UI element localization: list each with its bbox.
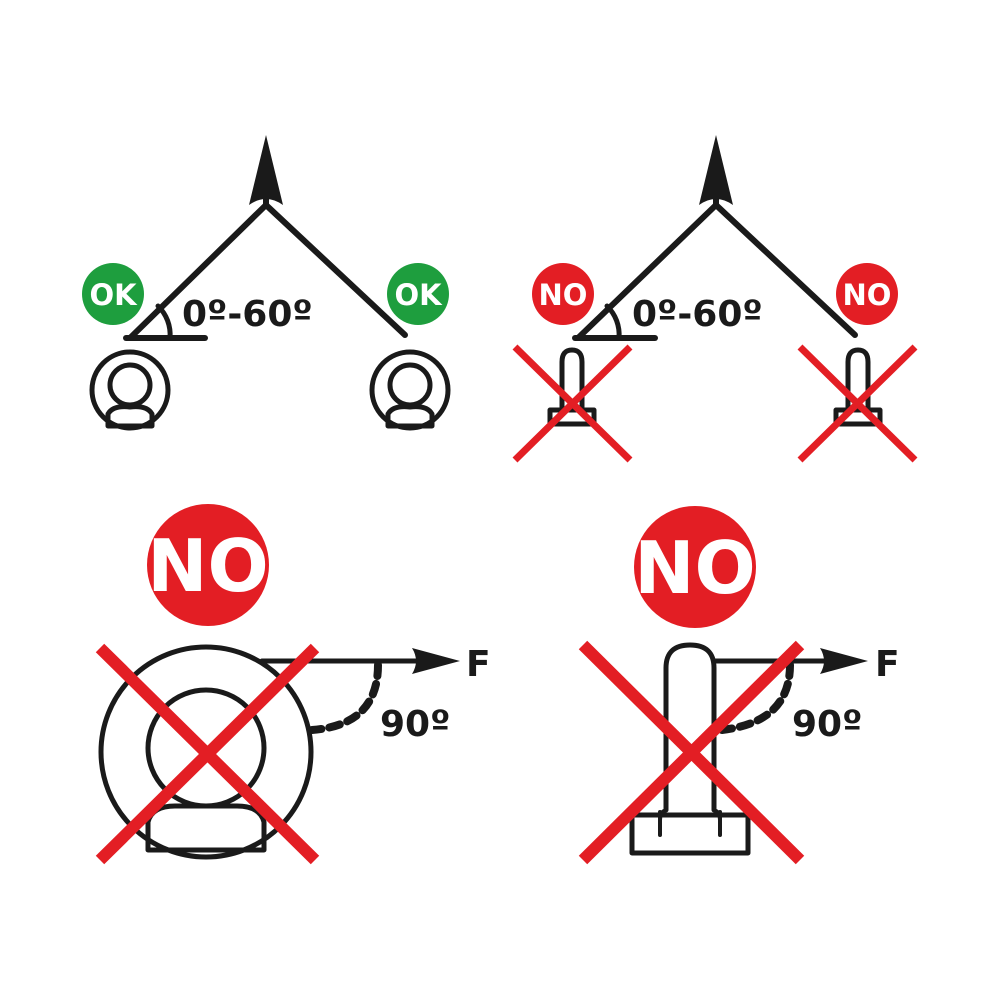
no-badge-left-label: NO xyxy=(539,278,588,312)
panel-top-left: 0º-60º OK OK xyxy=(82,135,451,431)
no-badge xyxy=(147,504,269,626)
no-badge-right-label: NO xyxy=(843,278,892,312)
eye-nut-icon xyxy=(369,349,451,431)
angle-label: 90º xyxy=(380,704,450,745)
eye-nut-icon xyxy=(89,349,171,431)
cross-out-icon xyxy=(578,640,805,865)
no-badge-label: NO xyxy=(634,526,755,610)
no-badge-left xyxy=(532,263,594,325)
no-badge-right xyxy=(836,263,898,325)
eye-bolt-icon xyxy=(547,347,597,427)
angle-label: 0º-60º xyxy=(632,294,763,335)
panel-bottom-right: NO F 90º xyxy=(578,506,900,865)
angle-arc-dashed xyxy=(308,661,382,734)
panel-top-right: 0º-60º NO NO xyxy=(512,135,918,463)
force-arrow-icon xyxy=(711,648,868,674)
angle-arc xyxy=(155,303,173,341)
cross-out-icon xyxy=(512,344,633,463)
angle-arc xyxy=(604,303,622,341)
panel-bottom-left: NO F 90º xyxy=(95,504,491,865)
cross-out-icon xyxy=(95,643,320,865)
cross-out-icon xyxy=(797,344,918,463)
ok-badge-left-label: OK xyxy=(89,278,138,312)
no-badge-label: NO xyxy=(147,524,268,608)
eye-nut-icon xyxy=(98,644,314,860)
lift-arrow-icon xyxy=(249,135,283,208)
force-arrow-icon xyxy=(259,648,460,674)
lift-arrow-icon xyxy=(699,135,733,208)
angle-label: 90º xyxy=(792,704,862,745)
angle-arc-dashed xyxy=(718,661,794,734)
force-label: F xyxy=(466,644,491,685)
angle-label: 0º-60º xyxy=(182,294,313,335)
ok-badge-right xyxy=(387,263,449,325)
ok-badge-right-label: OK xyxy=(394,278,443,312)
eye-bolt-icon xyxy=(833,347,883,427)
no-badge xyxy=(634,506,756,628)
force-label: F xyxy=(875,644,900,685)
ok-badge-left xyxy=(82,263,144,325)
